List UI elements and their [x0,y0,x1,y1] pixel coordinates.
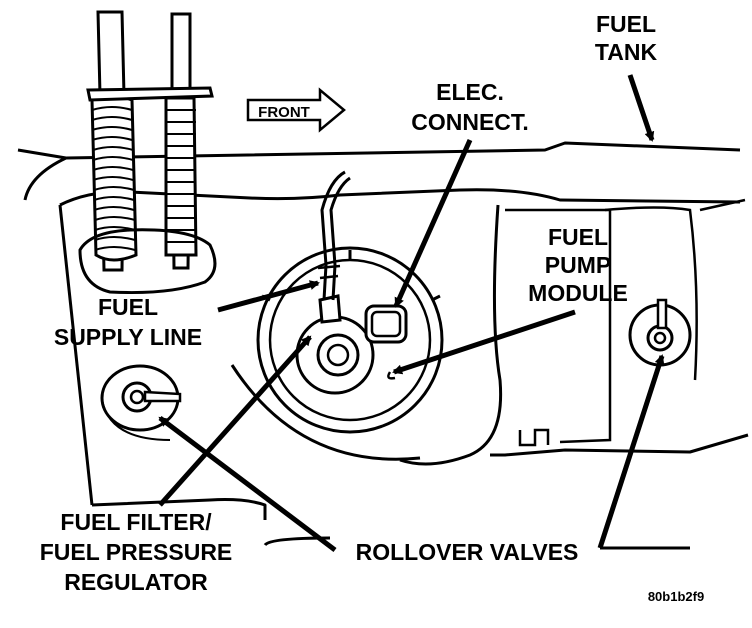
front-arrow: FRONT [246,87,346,133]
arrow-fuel-supply-line [217,280,320,313]
right-housing [505,198,746,447]
arrow-rollover-left [158,416,337,552]
fuel-supply-line-label-line2: SUPPLY LINE [54,324,202,350]
elec-connect-label-line1: ELEC. [436,79,504,105]
elec-connect-label-line2: CONNECT. [411,109,529,135]
hose-assembly [78,10,217,295]
arrow-rollover-right [597,354,665,549]
fuel-supply-line-label-line1: FUEL [98,294,158,320]
fuel-pump-module [256,170,444,434]
arrow-fuel-tank [627,74,655,142]
fuel-tank-label-line1: FUEL [596,11,656,37]
filter-regulator-label-line1: FUEL FILTER/ [60,509,212,535]
front-label: FRONT [258,104,310,121]
fuel-pump-module-label-line2: PUMP [545,252,611,278]
callout-labels: FUEL TANK ELEC. CONNECT. FUEL PUMP MODUL… [40,11,704,604]
rollover-valve-left [100,364,182,441]
fuel-tank-label-line2: TANK [595,39,658,65]
arrow-elec-connect [393,138,473,308]
figure-code: 80b1b2f9 [648,589,704,604]
fuel-pump-module-label-line1: FUEL [548,224,608,250]
rollover-valve-right [628,298,692,367]
filter-regulator-label-line2: FUEL PRESSURE [40,539,233,565]
rollover-valves-label: ROLLOVER VALVES [356,539,579,565]
filter-regulator-label-line3: REGULATOR [64,569,208,595]
fuel-pump-module-label-line3: MODULE [528,280,628,306]
leader-lines [158,74,665,552]
arrow-filter-regulator [158,335,312,507]
arrow-fuel-pump-module [392,309,576,375]
